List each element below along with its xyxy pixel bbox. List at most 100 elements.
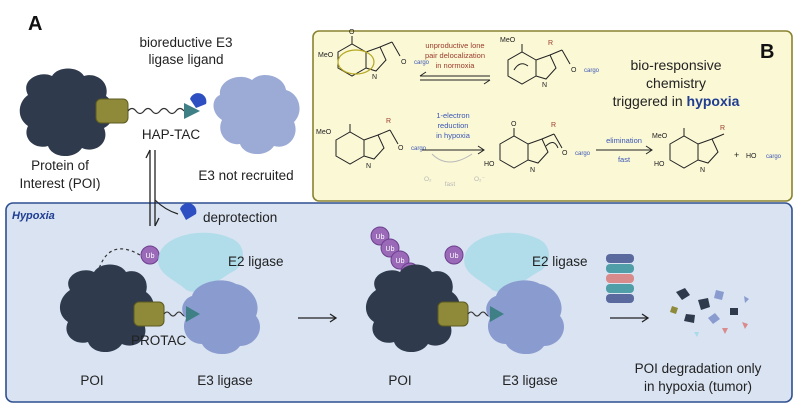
o-chain-2: O	[571, 67, 577, 74]
n-3: N	[366, 163, 371, 170]
plus-sign: +	[734, 150, 739, 160]
linker-chain-right	[467, 311, 493, 317]
reduction-arrow	[422, 145, 485, 163]
e3-ligase-left-shape	[182, 280, 261, 355]
cleaved-group	[180, 203, 197, 220]
ligand-label-line1: bioreductive E3	[139, 35, 232, 50]
o2-minus: O₂⁻	[474, 176, 485, 183]
cargo-released: cargo	[766, 154, 782, 160]
n-2: N	[542, 82, 547, 89]
e3-ligase-not-recruited	[213, 75, 300, 155]
ho-4: HO	[484, 161, 495, 168]
o-chain-3: O	[398, 145, 404, 152]
o-chain-1: O	[401, 59, 407, 66]
r-4: R	[551, 122, 556, 129]
unproductive-line1: unproductive lone	[425, 41, 484, 50]
o-top-1: O	[349, 29, 355, 36]
structure-eliminated	[669, 128, 725, 169]
poi-right-label: POI	[388, 373, 411, 388]
o-top-4: O	[511, 121, 517, 128]
o2-left: O₂	[424, 176, 432, 183]
linker-chain-top	[127, 107, 185, 115]
reduction-line3: in hypoxia	[436, 131, 471, 140]
meo-3: MeO	[316, 129, 332, 136]
normoxia-equilibrium-arrow	[419, 71, 491, 85]
linker-chain-left	[163, 311, 189, 317]
ho-released: HO	[746, 153, 757, 160]
poi-protein-top	[19, 68, 115, 157]
bio-line3-emph: hypoxia	[687, 93, 740, 109]
cargo-4: cargo	[575, 151, 591, 157]
unproductive-line3: in normoxia	[436, 61, 476, 70]
reduction-line1: 1-electron	[436, 111, 469, 120]
e3-not-recruited-label: E3 not recruited	[198, 168, 293, 183]
meo-5: MeO	[652, 133, 668, 140]
meo-2: MeO	[500, 37, 516, 44]
protac-label: PROTAC	[131, 333, 187, 348]
e2-ligase-right-label: E2 ligase	[532, 254, 588, 269]
fast-faded: fast	[445, 181, 456, 188]
linker-block-right	[437, 301, 469, 327]
e3-ligand-left	[186, 306, 200, 322]
poi-protein-left	[59, 264, 155, 353]
n-5: N	[700, 167, 705, 174]
svg-text:Ub: Ub	[450, 253, 459, 260]
degraded-fragments	[670, 288, 749, 337]
poi-protein-right	[365, 264, 461, 353]
deprotection-arrow	[154, 199, 179, 215]
svg-text:Ub: Ub	[146, 253, 155, 260]
ligand-label-line2: ligase ligand	[148, 52, 223, 67]
ub-left: Ub	[140, 245, 160, 265]
bio-line1: bio-responsive	[630, 57, 721, 73]
e3-ligase-left-label: E3 ligase	[197, 373, 253, 388]
r-2: R	[548, 40, 553, 47]
process-arrow-2	[610, 313, 650, 323]
panel-b-box	[312, 30, 793, 202]
haptac-label: HAP-TAC	[142, 127, 201, 142]
panel-b-letter: B	[760, 41, 774, 63]
deprotection-label: deprotection	[203, 210, 277, 225]
svg-text:Ub: Ub	[376, 234, 385, 241]
poi-left-label: POI	[80, 373, 103, 388]
bio-line3: triggered in hypoxia	[613, 93, 740, 109]
cargo-2: cargo	[584, 68, 600, 74]
reduction-line2: reduction	[438, 121, 469, 130]
svg-text:Ub: Ub	[396, 258, 405, 265]
ho-5: HO	[654, 161, 665, 168]
protecting-group-top	[190, 93, 207, 108]
n-1: N	[372, 74, 377, 81]
degradation-line2: in hypoxia (tumor)	[644, 379, 752, 394]
n-4: N	[530, 167, 535, 174]
linker-block-left	[133, 301, 165, 327]
e3-ligand-right	[490, 306, 504, 322]
poi-label-line1: Protein of	[31, 158, 89, 173]
r-5: R	[720, 125, 725, 132]
o-chain-4: O	[562, 150, 568, 157]
ub-right: Ub	[444, 245, 464, 265]
elimination-line2: fast	[618, 155, 631, 164]
cargo-1: cargo	[414, 60, 430, 66]
e3-ligase-right-label: E3 ligase	[502, 373, 558, 388]
panel-a-letter: A	[28, 13, 42, 35]
e3-ligase-right-shape	[486, 280, 565, 355]
equilibrium-arrows	[145, 149, 160, 227]
poi-label-line2: Interest (POI)	[19, 176, 100, 191]
structure-normoxia-left	[337, 36, 401, 77]
bio-line2: chemistry	[646, 75, 706, 91]
structure-normoxia-right	[507, 44, 571, 85]
e2-ligase-right-shape	[464, 232, 549, 292]
hypoxia-title: Hypoxia	[12, 210, 55, 222]
cargo-3: cargo	[411, 146, 427, 152]
svg-text:Ub: Ub	[386, 246, 395, 253]
e2-ligase-left-shape	[158, 232, 243, 292]
r-3: R	[386, 118, 391, 125]
degradation-line1: POI degradation only	[635, 361, 762, 376]
structure-hypoxia-middle	[499, 128, 563, 169]
proteasome-icon	[606, 254, 634, 303]
unproductive-line2: pair delocalization	[425, 51, 485, 60]
meo-1: MeO	[318, 52, 334, 59]
e3-ligand-top	[184, 103, 200, 119]
bio-line3-prefix: triggered in	[613, 93, 687, 109]
elimination-arrow	[596, 145, 653, 155]
